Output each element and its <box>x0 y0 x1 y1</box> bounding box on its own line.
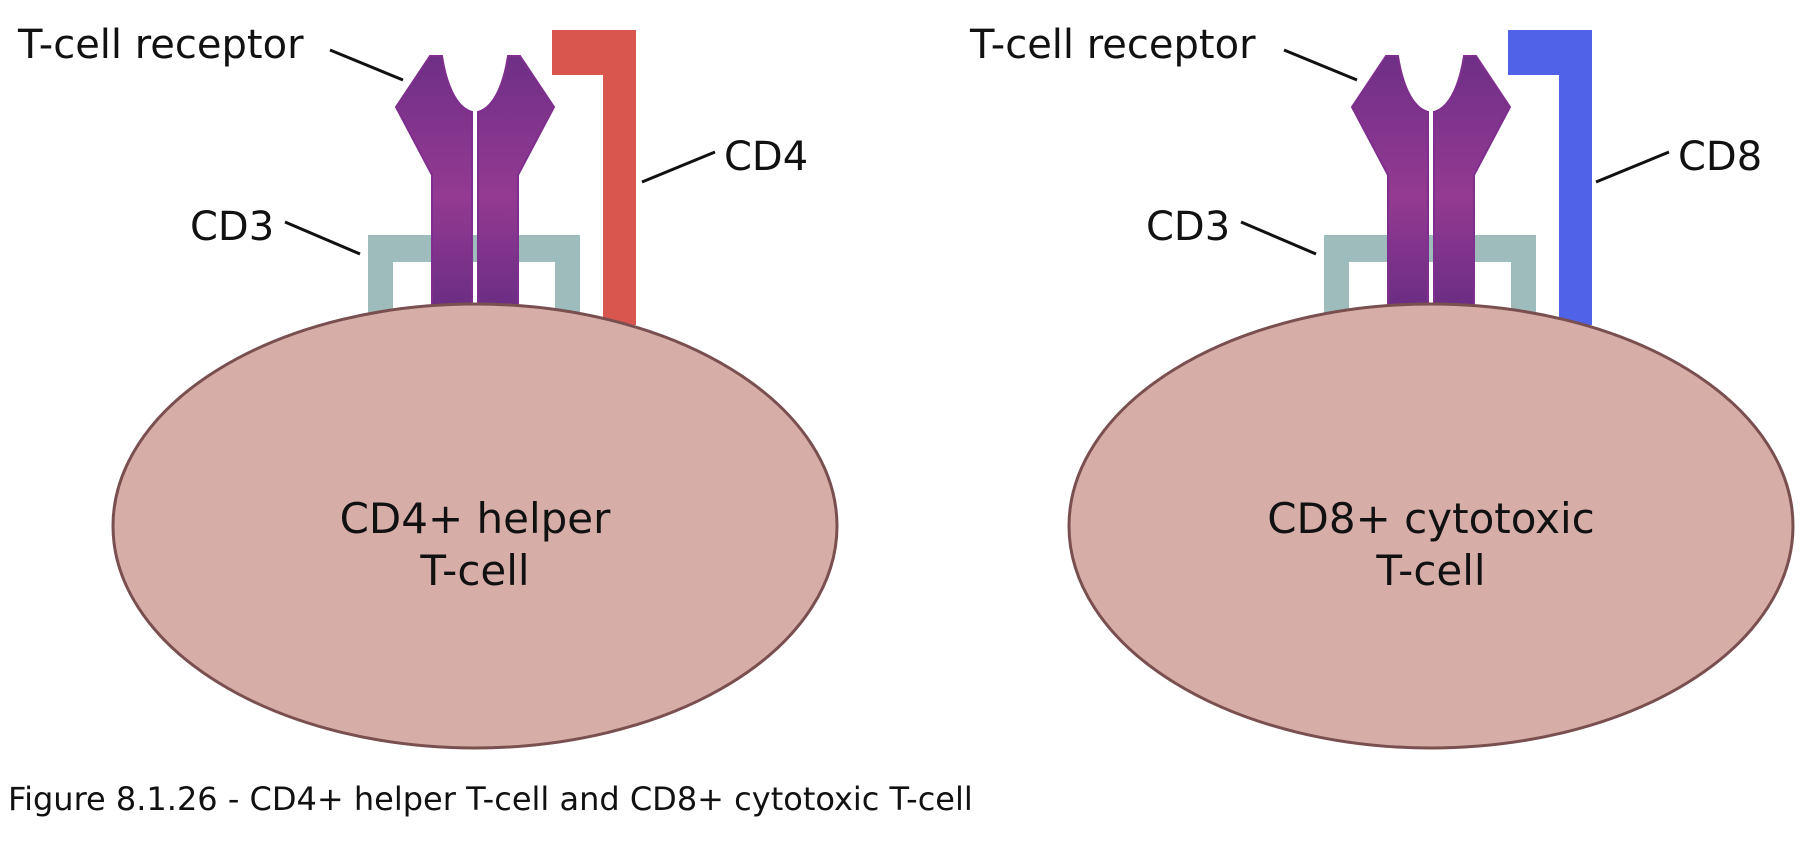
tcr-left <box>394 55 556 311</box>
tcr-leader-right <box>1283 48 1358 82</box>
cd4-coreceptor <box>552 30 636 325</box>
cd3-leader-right <box>1240 220 1317 256</box>
tcr-label-right: T-cell receptor <box>969 22 1256 68</box>
tcr-right <box>1350 55 1512 311</box>
cd3-label-right: CD3 <box>1146 204 1230 250</box>
tcr-label-left: T-cell receptor <box>17 22 304 68</box>
tcr-chain-left-a <box>394 55 473 311</box>
tcr-chain-right-a <box>1350 55 1429 311</box>
cell-label-left-line1: CD4+ helper <box>340 494 612 543</box>
cd8-label: CD8 <box>1678 134 1762 180</box>
cd4-leader <box>641 150 716 184</box>
cd4-helper-cell-body <box>111 302 839 750</box>
right-panel: T-cell receptor CD8 CD3 CD8+ cytotoxic T… <box>969 22 1795 750</box>
cd8-cytotoxic-cell-body <box>1067 302 1795 750</box>
figure-caption: Figure 8.1.26 - CD4+ helper T-cell and C… <box>8 780 973 818</box>
tcr-chain-right-b <box>1433 55 1512 311</box>
cell-label-left-line2: T-cell <box>419 546 529 595</box>
cell-label-right-line2: T-cell <box>1375 546 1485 595</box>
cd3-label-left: CD3 <box>190 204 274 250</box>
cell-label-right-line1: CD8+ cytotoxic <box>1267 494 1595 543</box>
cd8-leader <box>1595 150 1670 184</box>
cd3-leader-left <box>284 220 361 256</box>
tcr-leader-left <box>329 48 404 82</box>
tcr-chain-left-b <box>477 55 556 311</box>
cd4-label: CD4 <box>724 134 808 180</box>
left-panel: T-cell receptor CD4 CD3 CD4+ helper T-ce… <box>17 22 839 750</box>
cd8-coreceptor <box>1508 30 1592 325</box>
